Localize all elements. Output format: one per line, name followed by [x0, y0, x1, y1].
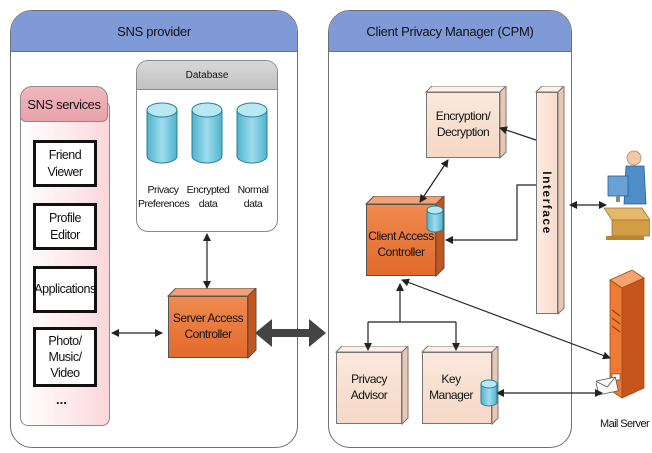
sns-services-title: SNS services — [20, 86, 108, 122]
encryption-3d — [424, 86, 507, 160]
privacy-advisor-3d — [334, 346, 409, 426]
user-computer-icon — [604, 150, 650, 240]
client-access-controller: Client Access Controller — [366, 204, 436, 276]
mail-server-label: Mail Server — [600, 418, 650, 430]
normal-data-label: Normal data — [237, 184, 269, 211]
applications-box: Applications — [33, 266, 97, 313]
sns-provider-title: SNS provider — [11, 11, 297, 52]
privacy-advisor-box: Privacy Advisor — [336, 352, 402, 424]
encryption-decryption-box: Encryption/ Decryption — [426, 92, 500, 158]
enc-to-cac-arrow — [419, 159, 449, 203]
if-to-enc-arrow — [499, 126, 537, 141]
more-services-ellipsis: ... — [56, 392, 67, 407]
server-access-controller: Server Access Controller — [168, 296, 248, 358]
encrypted-data-label: Encrypted data — [186, 184, 230, 211]
if-to-cac-arrow — [445, 184, 536, 244]
encrypted-data-cylinder — [191, 102, 223, 164]
cpm-title: Client Privacy Manager (CPM) — [329, 11, 571, 52]
database-cylinders — [146, 102, 268, 164]
profile-editor-box: Profile Editor — [33, 203, 97, 250]
privacy-preferences-label: Privacy Preferences — [138, 184, 190, 211]
normal-data-cylinder — [236, 102, 268, 164]
photo-music-video-box: Photo/ Music/ Video — [33, 327, 97, 387]
sns-cpm-thick-arrow — [255, 319, 326, 347]
database-title: Database — [137, 61, 277, 90]
key-manager-box: Key Manager — [422, 352, 492, 424]
server-access-controller-3d — [166, 288, 257, 360]
privacy-preferences-cylinder — [146, 102, 178, 164]
friend-viewer-box: Friend Viewer — [33, 140, 97, 187]
client-access-controller-db-icon — [426, 205, 444, 233]
key-manager-db-icon — [480, 379, 498, 407]
cac-to-mail-arrow — [401, 278, 611, 360]
